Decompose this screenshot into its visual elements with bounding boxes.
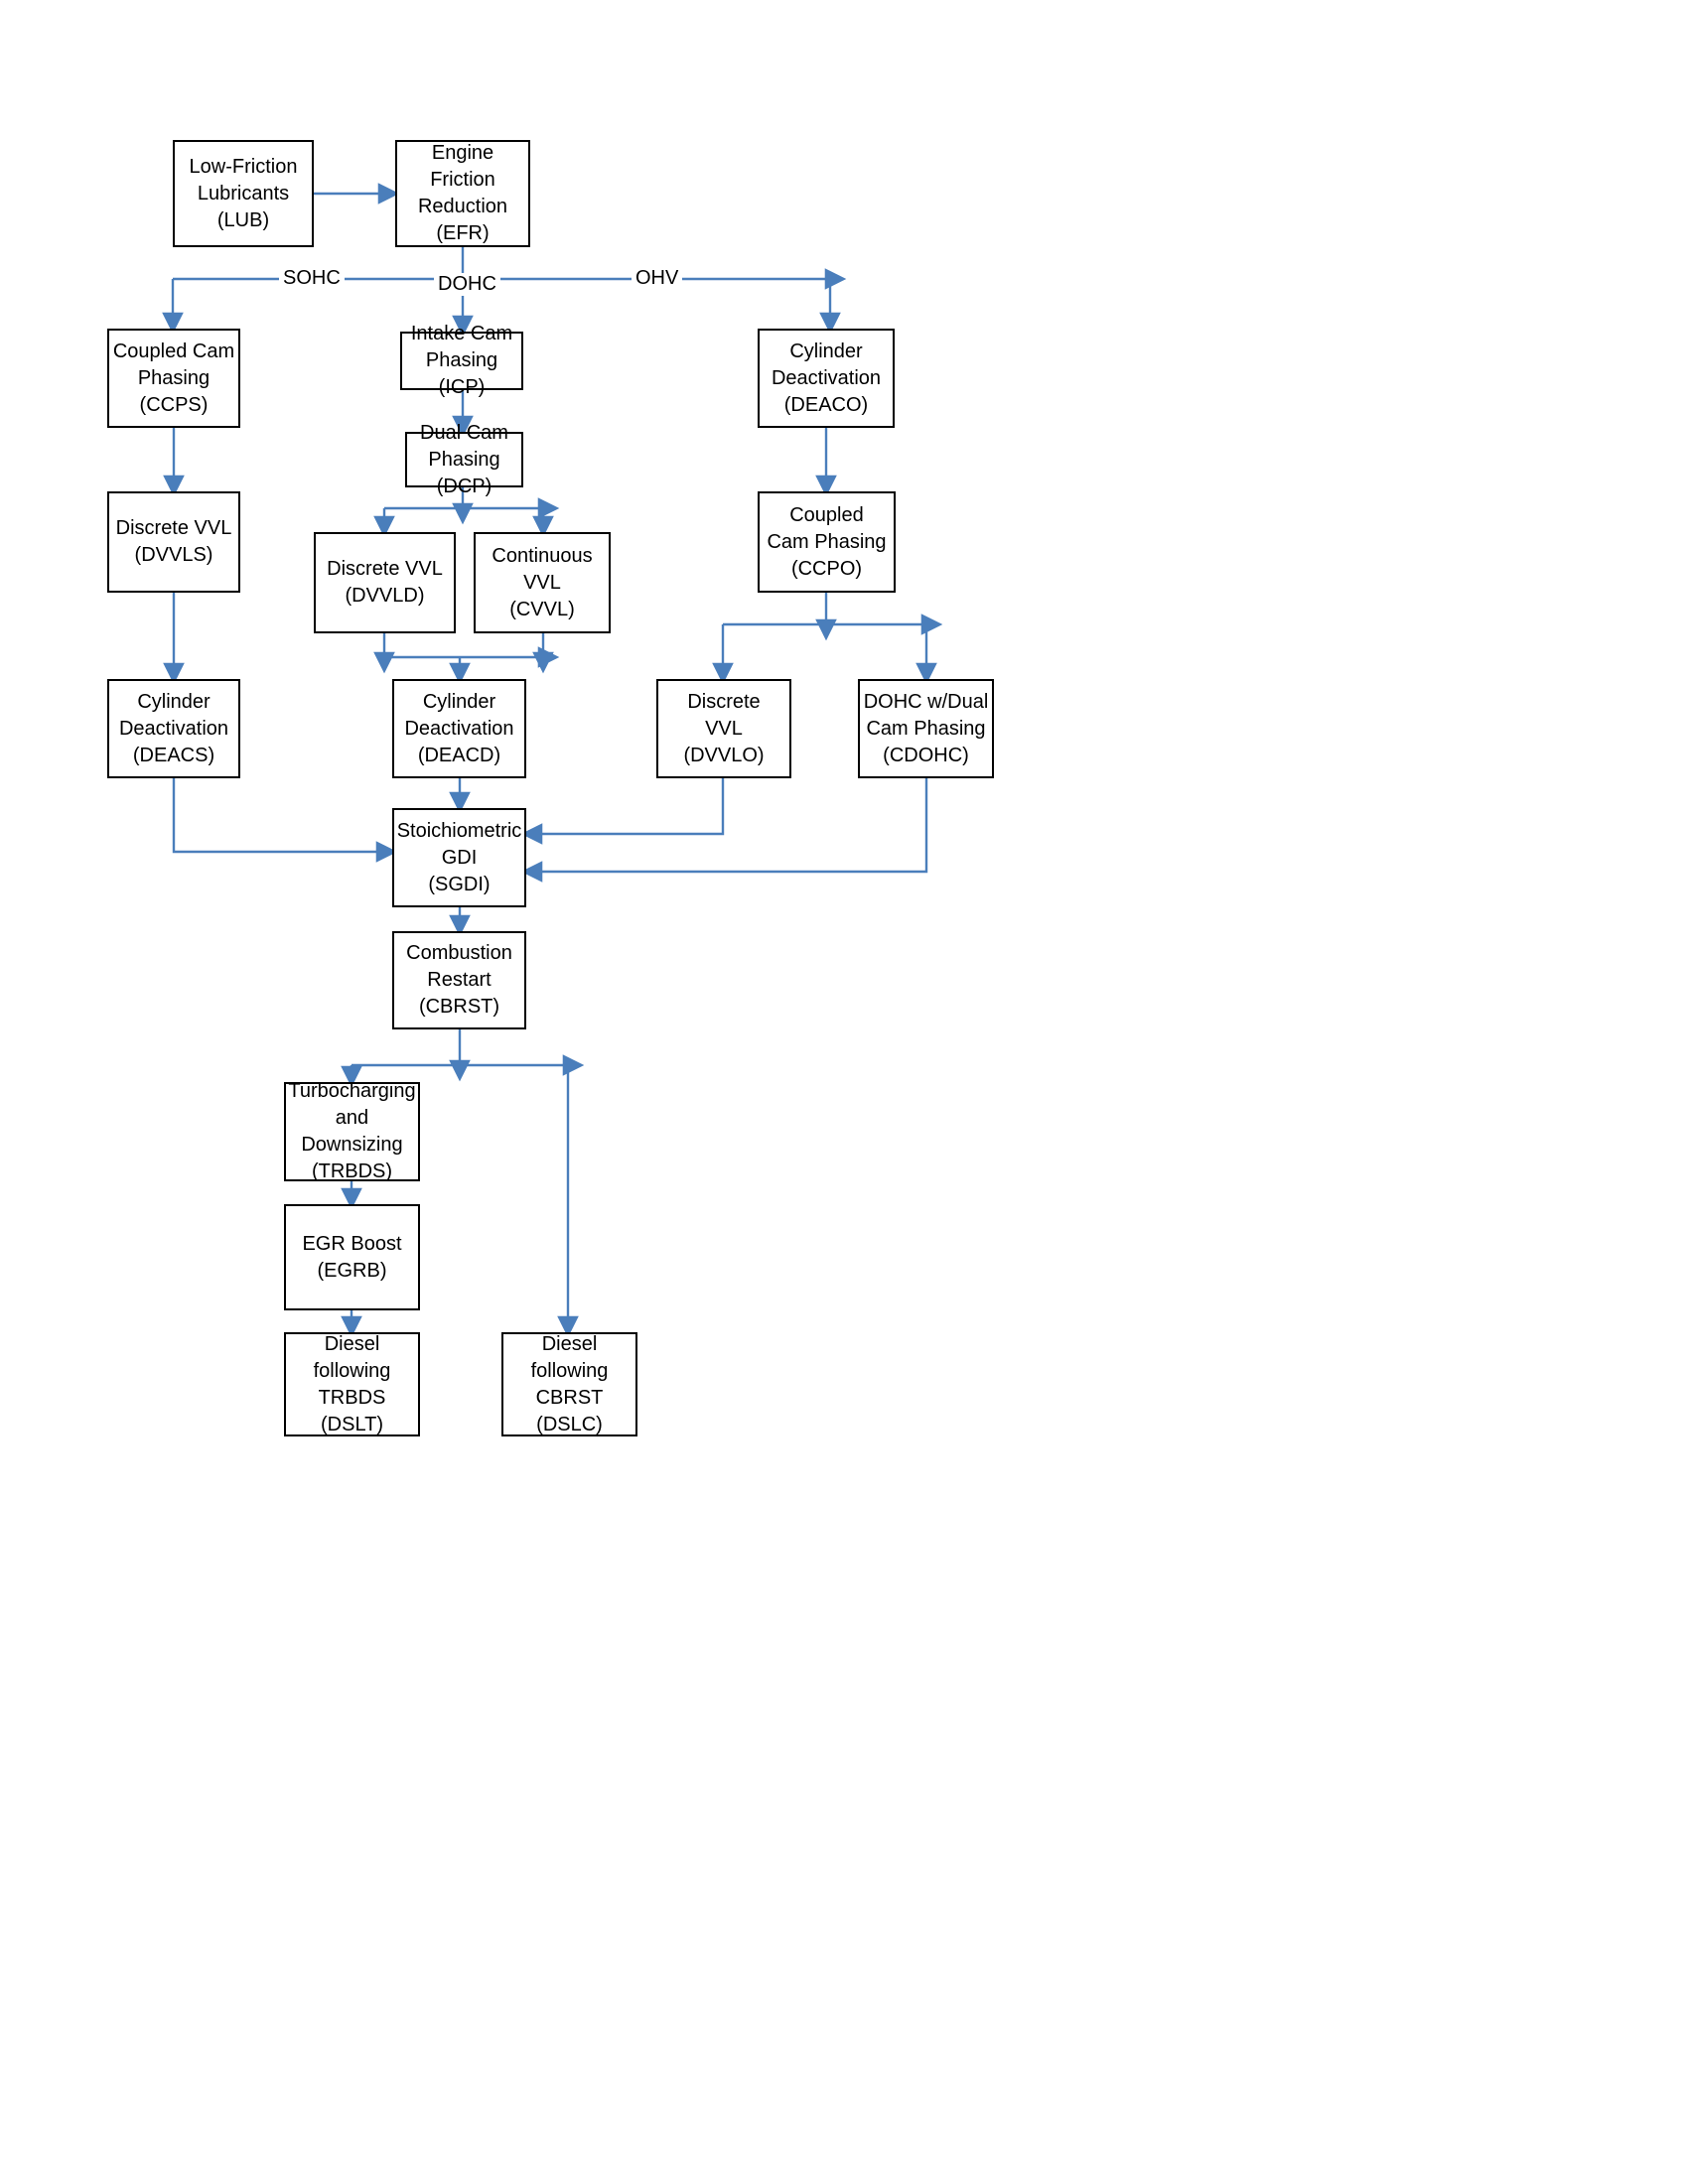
node-deaco[interactable]: Cylinder Deactivation (DEACO) bbox=[758, 329, 895, 428]
node-icp[interactable]: Intake Cam Phasing (ICP) bbox=[400, 323, 523, 398]
node-dvvls[interactable]: Discrete VVL (DVVLS) bbox=[107, 491, 240, 593]
edge-dvvlo-sgdi bbox=[520, 778, 725, 845]
node-cdohc[interactable]: DOHC w/Dual Cam Phasing (CDOHC) bbox=[858, 679, 994, 778]
node-egrb[interactable]: EGR Boost (EGRB) bbox=[284, 1204, 420, 1310]
edge-deacs-sgdi bbox=[172, 778, 398, 863]
node-lub[interactable]: Low-Friction Lubricants (LUB) bbox=[173, 140, 314, 247]
node-ccpo[interactable]: Coupled Cam Phasing (CCPO) bbox=[758, 491, 896, 593]
node-deacs[interactable]: Cylinder Deactivation (DEACS) bbox=[107, 679, 240, 778]
branch-label-ohv: OHV bbox=[632, 267, 683, 290]
node-trbds[interactable]: Turbocharging and Downsizing (TRBDS) bbox=[284, 1080, 420, 1182]
node-ccps[interactable]: Coupled Cam Phasing (CCPS) bbox=[107, 329, 240, 428]
node-dcp[interactable]: Dual Cam Phasing (DCP) bbox=[405, 422, 523, 497]
node-dslc[interactable]: Diesel following CBRST (DSLC) bbox=[501, 1332, 637, 1436]
edge-cdohc-sgdi bbox=[520, 778, 928, 883]
node-cvvl[interactable]: Continuous VVL (CVVL) bbox=[474, 532, 611, 633]
node-efr[interactable]: Engine Friction Reduction (EFR) bbox=[395, 140, 530, 247]
node-deacd[interactable]: Cylinder Deactivation (DEACD) bbox=[392, 679, 526, 778]
branch-label-sohc: SOHC bbox=[279, 267, 345, 290]
node-dslt[interactable]: Diesel following TRBDS (DSLT) bbox=[284, 1332, 420, 1436]
node-sgdi[interactable]: Stoichiometric GDI (SGDI) bbox=[392, 808, 526, 907]
node-dvvld[interactable]: Discrete VVL (DVVLD) bbox=[314, 532, 456, 633]
node-dvvlo[interactable]: Discrete VVL (DVVLO) bbox=[656, 679, 791, 778]
node-cbrst[interactable]: Combustion Restart (CBRST) bbox=[392, 931, 526, 1029]
branch-label-dohc: DOHC bbox=[434, 273, 500, 296]
